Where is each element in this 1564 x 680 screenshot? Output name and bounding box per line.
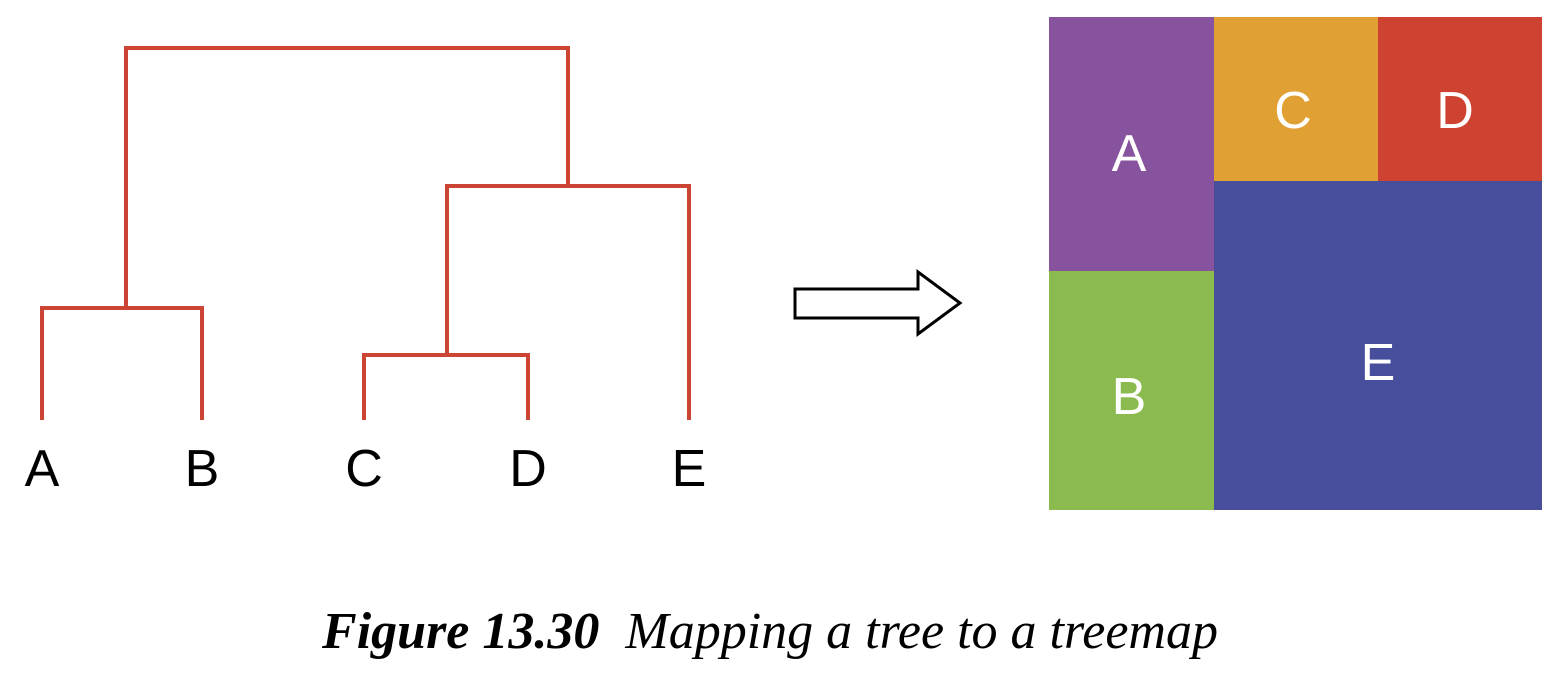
treemap-cell-c — [1214, 17, 1378, 181]
leaf-label-d: D — [509, 440, 547, 498]
dendrogram — [40, 46, 691, 420]
treemap-label-b: B — [1112, 368, 1147, 426]
treemap-label-c: C — [1274, 82, 1312, 140]
branch-root — [124, 46, 570, 308]
leaf-label-c: C — [345, 440, 383, 498]
leaf-label-e: E — [672, 440, 707, 498]
treemap-cell-b — [1049, 271, 1214, 510]
branch-cd — [362, 353, 530, 420]
treemap-label-e: E — [1361, 334, 1396, 392]
right-arrow-icon — [793, 269, 963, 337]
figure-caption: Figure 13.30 Mapping a tree to a treemap — [321, 603, 1218, 660]
caption-text: Mapping a tree to a treemap — [624, 603, 1218, 660]
branch-cde — [445, 184, 691, 420]
treemap-cell-a — [1049, 17, 1214, 271]
treemap-label-d: D — [1436, 82, 1474, 140]
treemap-cell-d — [1378, 17, 1542, 181]
treemap-cell-e — [1214, 181, 1542, 510]
branch-ab — [40, 306, 204, 420]
treemap: A B C D E — [1049, 17, 1542, 510]
leaf-label-a: A — [25, 440, 60, 498]
leaf-label-b: B — [185, 440, 220, 498]
caption-number: Figure 13.30 — [321, 603, 599, 660]
treemap-label-a: A — [1112, 125, 1147, 183]
